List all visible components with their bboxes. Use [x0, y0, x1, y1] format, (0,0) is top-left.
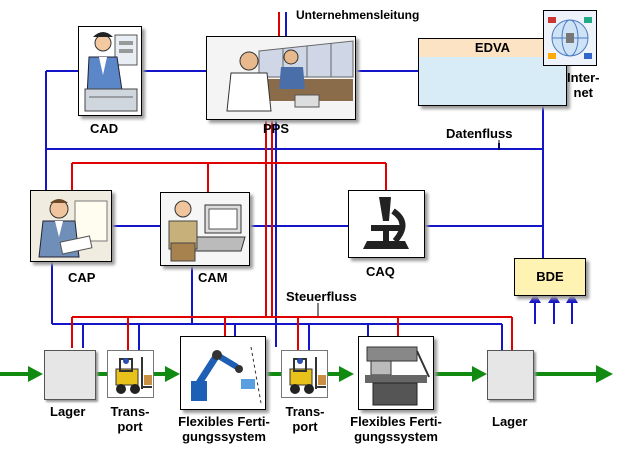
cad-node	[78, 26, 142, 116]
fertigung-1-node	[180, 336, 266, 410]
lager-left-node	[44, 350, 96, 400]
cap-label: CAP	[68, 270, 96, 285]
computer-clipart-icon	[161, 193, 249, 265]
cap-node	[30, 190, 112, 262]
caq-label: CAQ	[366, 264, 395, 279]
band-saw-machine-icon	[359, 337, 433, 409]
pps-label: PPS	[263, 121, 290, 136]
bde-input-arrows	[529, 293, 578, 303]
cad-label: CAD	[90, 121, 119, 136]
designer-clipart-icon	[84, 32, 138, 112]
control-room-clipart-icon	[207, 37, 355, 119]
forklift-icon	[115, 357, 152, 394]
transport-2-node	[281, 350, 328, 398]
caq-node	[348, 190, 425, 258]
label-ticks	[317, 140, 500, 316]
datenfluss-label: Datenfluss	[446, 126, 513, 141]
internet-label: Inter- net	[567, 70, 600, 100]
control-flow-lines	[71, 12, 513, 350]
edva-cell	[419, 57, 449, 105]
bde-node: BDE	[514, 258, 586, 296]
transport-2-label: Trans- port	[285, 404, 325, 434]
edva-node: EDVA	[418, 38, 567, 106]
internet-node	[543, 10, 597, 66]
robot-arm-icon	[181, 337, 265, 409]
fertigung-2-label: Flexibles Ferti- gungssystem	[350, 414, 442, 444]
edva-cell	[506, 57, 536, 105]
network-globe-icon	[544, 11, 596, 65]
edva-cell	[448, 57, 478, 105]
lager-left-label: Lager	[50, 404, 86, 419]
pps-node	[206, 36, 356, 120]
cam-label: CAM	[198, 270, 228, 285]
steuerfluss-label: Steuerfluss	[286, 289, 357, 304]
forklift-icon	[289, 357, 326, 394]
lager-right-label: Lager	[492, 414, 528, 429]
transport-1-node	[107, 350, 154, 398]
planner-clipart-icon	[31, 191, 111, 261]
unternehmensleitung-label: Unternehmensleitung	[296, 8, 420, 22]
cam-node	[160, 192, 250, 266]
transport-1-label: Trans- port	[110, 404, 150, 434]
edva-cell	[477, 57, 507, 105]
microscope-icon	[349, 191, 424, 257]
lager-right-node	[487, 350, 534, 400]
fertigung-1-label: Flexibles Ferti- gungssystem	[178, 414, 270, 444]
material-flow-arrows	[28, 365, 613, 383]
fertigung-2-node	[358, 336, 434, 410]
